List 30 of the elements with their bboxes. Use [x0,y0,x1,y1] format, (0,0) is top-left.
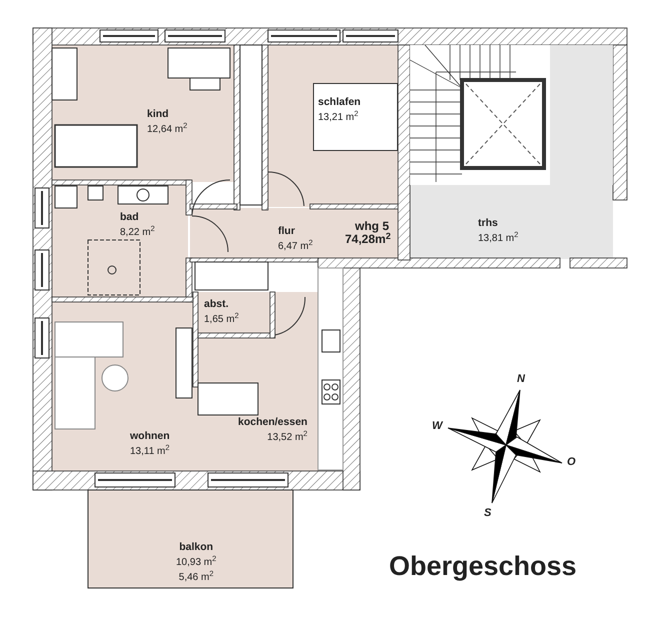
compass-letter: S [484,508,492,519]
room-name: trhs [478,216,498,231]
room-name: abst. [204,297,229,312]
room-name: bad [120,210,139,225]
compass-letter: W [432,421,442,432]
room-name: wohnen [130,429,170,444]
room-area-value: 13,81 m$^{2}$ [478,231,518,246]
room-name: flur [278,224,295,239]
room-area-value: 8,22 m$^{2}$ [120,225,155,240]
room-area-value: 13,52 m$^{2}$ [267,430,308,445]
room-area [88,490,293,588]
room-area-value: 13,21 m$^{2}$ [318,110,358,125]
floor-title: Obergeschoss [389,553,577,580]
room-area-value: 13,11 m$^{2}$ [130,444,170,459]
room-area [410,185,613,259]
room-area-value: 12,64 m$^{2}$ [147,122,188,137]
compass-letter: O [567,457,576,468]
room-name: kind [147,107,169,122]
room-area-value: 5,46 m$^{2}$ [178,570,214,585]
room-name: kochen/essen [238,415,308,430]
room-name: balkon [179,540,214,555]
room-area-value: 6,47 m$^{2}$ [278,239,313,254]
room-area [198,292,270,334]
room-area-value: 1,65 m$^{2}$ [204,312,239,327]
room-area-value: 10,93 m$^{2}$ [176,555,216,570]
apartment-area: 74,28m$^{2}$ [345,233,391,245]
room-name: schlafen [318,95,361,110]
room-area [268,45,398,207]
apartment-label: whg 5 [355,220,390,232]
compass-letter: N [517,374,525,385]
